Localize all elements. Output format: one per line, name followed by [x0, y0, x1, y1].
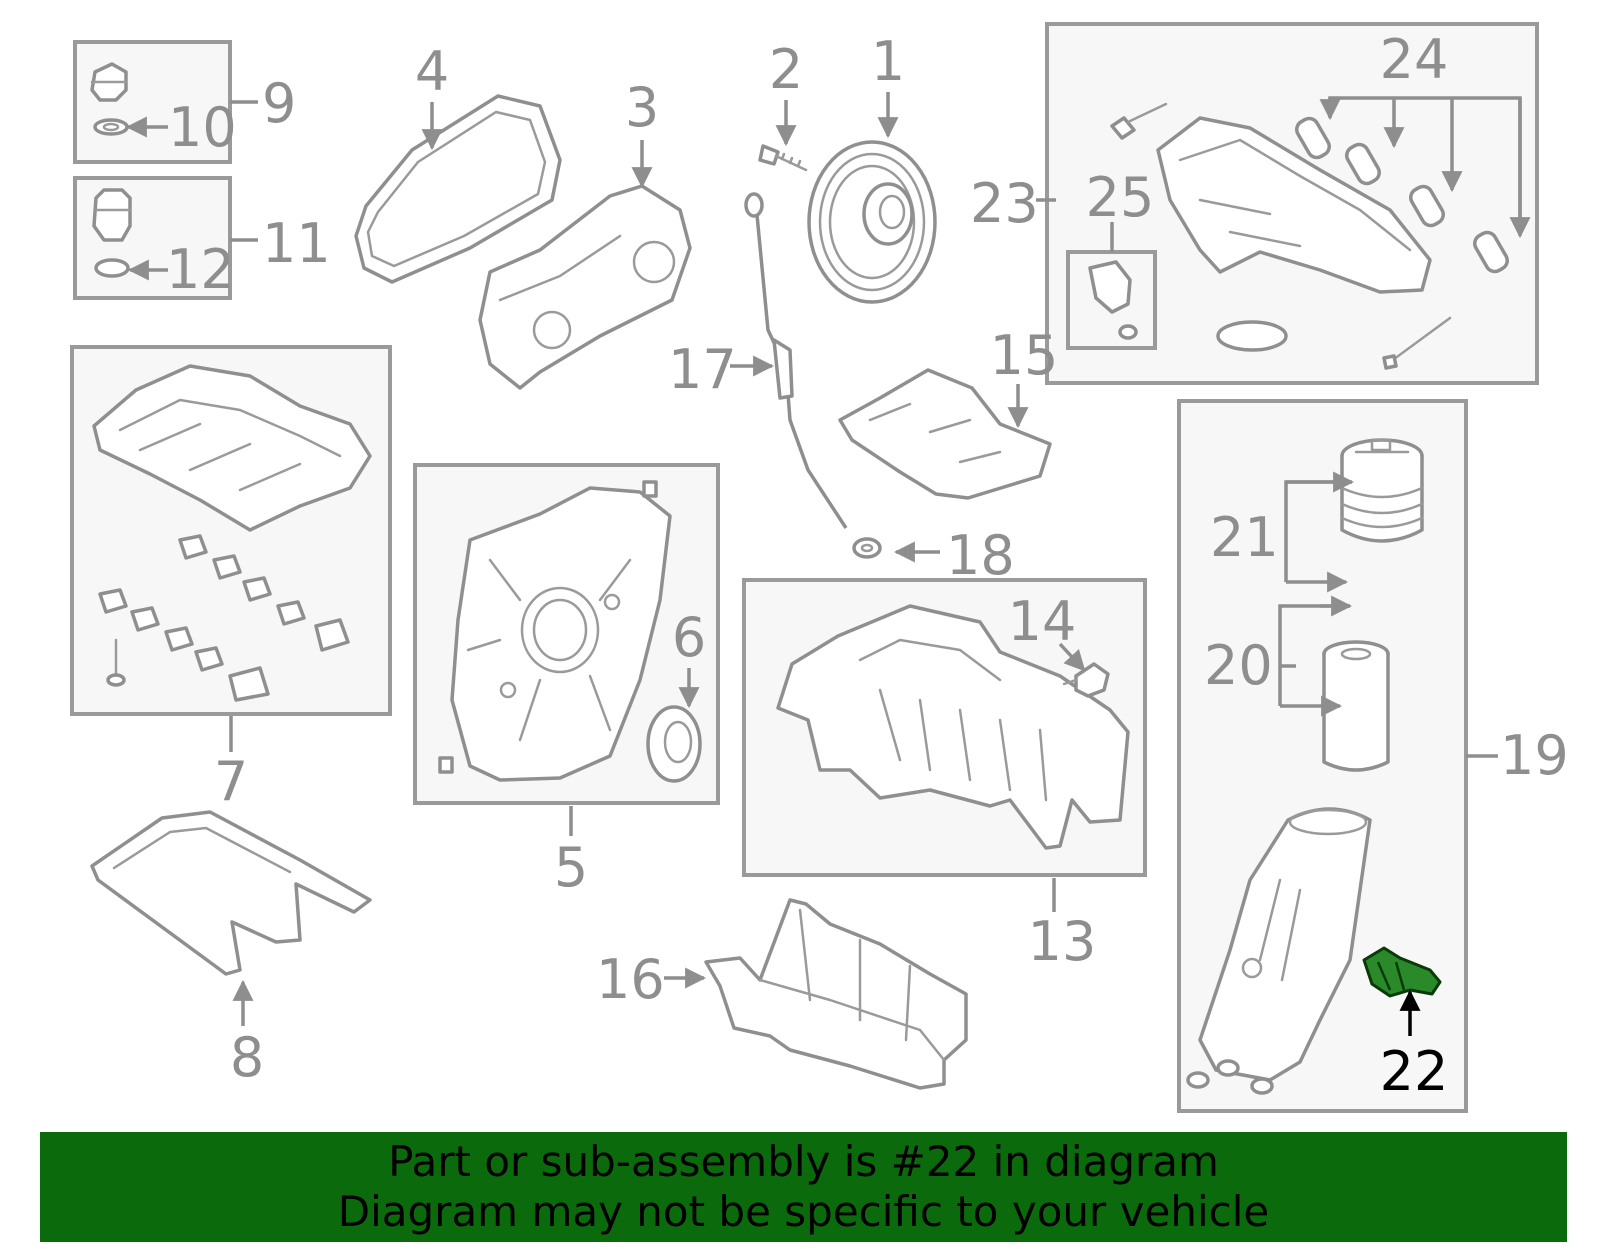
callout-1: 1 — [871, 30, 905, 93]
part-9-filler-cap — [90, 62, 129, 136]
callout-8: 8 — [230, 1026, 264, 1089]
part-13-oil-pan — [776, 604, 1130, 850]
part-25-sensor — [1088, 260, 1138, 340]
callout-24: 24 — [1380, 28, 1449, 91]
part-15-baffle — [838, 368, 1052, 500]
callout-4: 4 — [415, 40, 449, 103]
part-11-plug — [92, 188, 132, 278]
callout-5: 5 — [554, 836, 588, 899]
part-20-filter-element — [1322, 640, 1390, 772]
part-17-dipstick — [744, 192, 848, 529]
callout-2: 2 — [769, 38, 803, 101]
part-3-timing-cover — [478, 184, 692, 390]
callout-14: 14 — [1008, 590, 1077, 653]
leader-20 — [1278, 604, 1350, 668]
callout-16: 16 — [596, 948, 665, 1011]
callout-15: 15 — [990, 324, 1059, 387]
callout-9: 9 — [262, 72, 296, 135]
group-box-9 — [73, 40, 232, 164]
part-24-gaskets — [1295, 116, 1509, 274]
callout-12: 12 — [166, 238, 235, 301]
callout-23: 23 — [970, 172, 1039, 235]
callout-17: 17 — [668, 338, 737, 401]
part-22-valve-highlighted — [1362, 946, 1442, 998]
part-14-sensor — [1062, 662, 1110, 698]
callout-3: 3 — [625, 76, 659, 139]
callout-20: 20 — [1204, 634, 1273, 697]
callout-21: 21 — [1210, 506, 1279, 569]
info-banner: Part or sub-assembly is #22 in diagram D… — [40, 1132, 1567, 1242]
part-2-bolt — [758, 144, 808, 172]
banner-line-1: Part or sub-assembly is #22 in diagram — [388, 1137, 1219, 1186]
part-7-valve-cover — [92, 364, 372, 702]
leader-14 — [1058, 642, 1086, 672]
callout-6: 6 — [672, 606, 706, 669]
callout-13: 13 — [1028, 910, 1097, 973]
part-1-pulley — [807, 140, 937, 304]
callout-18: 18 — [946, 524, 1015, 587]
part-5-front-cover — [438, 480, 672, 782]
part-18-washer — [852, 537, 882, 559]
part-16-oil-pan-lower — [704, 898, 968, 1090]
part-4-gasket — [354, 94, 562, 284]
part-21-filter-cap — [1340, 438, 1424, 543]
callout-19: 19 — [1500, 724, 1569, 787]
part-6-seal — [646, 705, 702, 783]
part-23-intake-manifold — [1110, 102, 1452, 370]
callout-11: 11 — [262, 212, 331, 275]
banner-line-2: Diagram may not be specific to your vehi… — [337, 1187, 1270, 1236]
callout-7: 7 — [214, 750, 248, 813]
callout-10: 10 — [168, 96, 237, 159]
callout-25: 25 — [1086, 166, 1155, 229]
part-8-gasket — [90, 810, 372, 976]
part-19-filter-housing — [1186, 807, 1372, 1095]
callout-22: 22 — [1380, 1040, 1449, 1103]
